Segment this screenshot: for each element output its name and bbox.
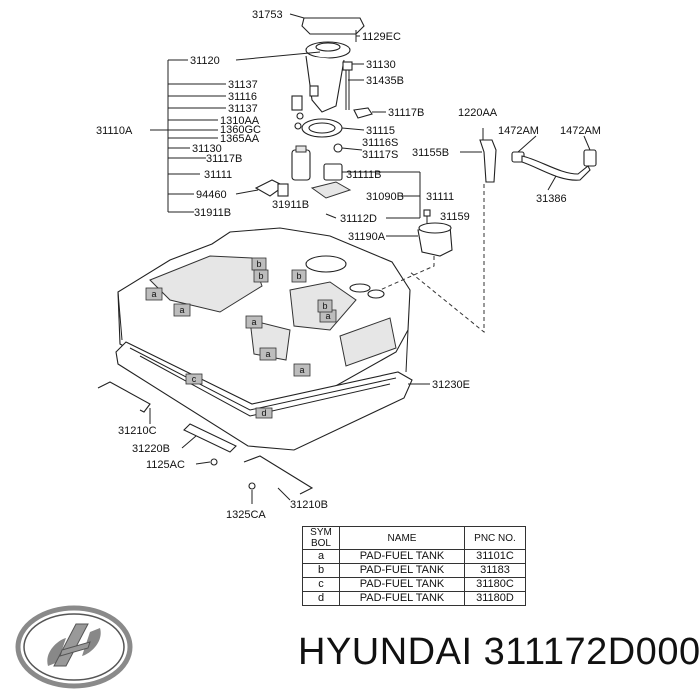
label-31130-a: 31130	[366, 59, 396, 71]
legend-row-pnc: 31183	[464, 563, 526, 578]
legend-row-sym: b	[302, 563, 340, 578]
pump-bracket	[305, 55, 345, 113]
tank-pump-opening	[305, 255, 347, 273]
legend-row-name: PAD-FUEL TANK	[339, 563, 465, 578]
legend-row-sym: c	[302, 577, 340, 592]
legend-row: d PAD-FUEL TANK 31180D	[302, 591, 526, 606]
legend-header-pnc: PNC NO.	[464, 526, 526, 550]
fuel-pump-motor	[291, 149, 311, 181]
label-31117b-b: 31117B	[206, 153, 242, 165]
pad-legend-table: SYM BOL NAME PNC NO. a PAD-FUEL TANK 311…	[302, 526, 526, 606]
legend-header-row: SYM BOL NAME PNC NO.	[302, 526, 526, 550]
legend-row: a PAD-FUEL TANK 31101C	[302, 549, 526, 564]
label-1220aa: 1220AA	[458, 107, 498, 119]
label-31753: 31753	[252, 9, 283, 21]
pad-mark-b4: b	[322, 301, 327, 311]
legend-row: c PAD-FUEL TANK 31180C	[302, 577, 526, 592]
label-1129ec: 1129EC	[362, 31, 401, 43]
label-1325ca: 1325CA	[226, 509, 266, 521]
pad-marks: a a a a a a b b b b	[145, 257, 337, 377]
label-31116s: 31116S	[362, 137, 398, 149]
legend-header-name: NAME	[339, 526, 465, 550]
tank-strap-31220b	[183, 423, 237, 453]
label-31137-a: 31137	[228, 79, 258, 91]
label-31210c: 31210C	[118, 425, 157, 437]
label-94460: 94460	[196, 189, 227, 201]
hyundai-logo-icon	[15, 605, 133, 689]
part-31116s	[333, 143, 343, 153]
label-1125ac: 1125AC	[146, 459, 185, 471]
brand-part-number: HYUNDAI 311172D000	[298, 631, 700, 673]
label-31210b: 31210B	[290, 499, 328, 511]
pad-mark-a2: a	[179, 305, 184, 315]
legend-row-sym: a	[302, 549, 340, 564]
legend-row: b PAD-FUEL TANK 31183	[302, 563, 526, 578]
legend-row-pnc: 31180D	[464, 591, 526, 606]
label-31116: 31116	[228, 91, 257, 103]
pad-mark-a4: a	[265, 349, 270, 359]
legend-row-name: PAD-FUEL TANK	[339, 577, 465, 592]
legend-row-name: PAD-FUEL TANK	[339, 591, 465, 606]
pad-mark-b3: b	[296, 271, 301, 281]
filler-pipe-31155b	[479, 139, 497, 183]
label-31120: 31120	[190, 55, 220, 67]
pad-mark-a1: a	[151, 289, 156, 299]
pad-mark-b2: b	[258, 271, 263, 281]
label-31111-a: 31111	[204, 169, 232, 181]
label-1310aa: 1310AA	[220, 115, 260, 127]
label-1472am-a: 1472AM	[498, 125, 539, 137]
label-31155b: 31155B	[412, 147, 449, 159]
part-labels: 31753 1129EC 31120 31130 31137 31435B 31…	[96, 9, 601, 521]
label-31110a: 31110A	[96, 125, 133, 137]
label-31911b-b: 31911B	[194, 207, 231, 219]
legend-row-pnc: 31180C	[464, 577, 526, 592]
label-1360gc: 1360GC	[220, 124, 261, 136]
legend-row-sym: d	[302, 591, 340, 606]
label-31111-b: 31111	[426, 191, 454, 203]
pad-mark-d: d	[261, 408, 266, 418]
legend-row-pnc: 31101C	[464, 549, 526, 564]
tank-strap-31210b	[243, 455, 314, 495]
vent-hose-31386	[521, 155, 591, 181]
label-31435b: 31435B	[366, 75, 404, 87]
label-31115: 31115	[366, 125, 395, 137]
label-31137-b: 31137	[228, 103, 258, 115]
label-31112d: 31112D	[340, 213, 377, 225]
pad-mark-c: c	[192, 374, 197, 384]
leader-lines	[149, 13, 591, 504]
pad-mark-b1: b	[256, 259, 261, 269]
label-1365aa: 1365AA	[220, 133, 260, 145]
label-31386: 31386	[536, 193, 567, 205]
tank-strap-31210c	[97, 381, 151, 413]
tank-protector-31230e	[115, 341, 413, 451]
label-31190a: 31190A	[348, 231, 386, 243]
label-31117b-a: 31117B	[388, 107, 424, 119]
label-31911b-a: 31911B	[272, 199, 309, 211]
label-31130-b: 31130	[192, 143, 222, 155]
label-31117s: 31117S	[362, 149, 398, 161]
legend-row-name: PAD-FUEL TANK	[339, 549, 465, 564]
top-gasket	[301, 17, 365, 35]
label-31220b: 31220B	[132, 443, 170, 455]
label-31159: 31159	[440, 211, 470, 223]
fuel-strainer	[310, 181, 352, 199]
label-31090b: 31090B	[366, 191, 404, 203]
pad-mark-a3: a	[251, 317, 256, 327]
label-1472am-b: 1472AM	[560, 125, 601, 137]
pad-mark-a6: a	[325, 311, 330, 321]
pad-mark-a5: a	[299, 365, 304, 375]
label-31230e: 31230E	[432, 379, 470, 391]
label-31111b: 31111B	[346, 169, 381, 181]
legend-header-sym: SYM BOL	[302, 526, 340, 550]
